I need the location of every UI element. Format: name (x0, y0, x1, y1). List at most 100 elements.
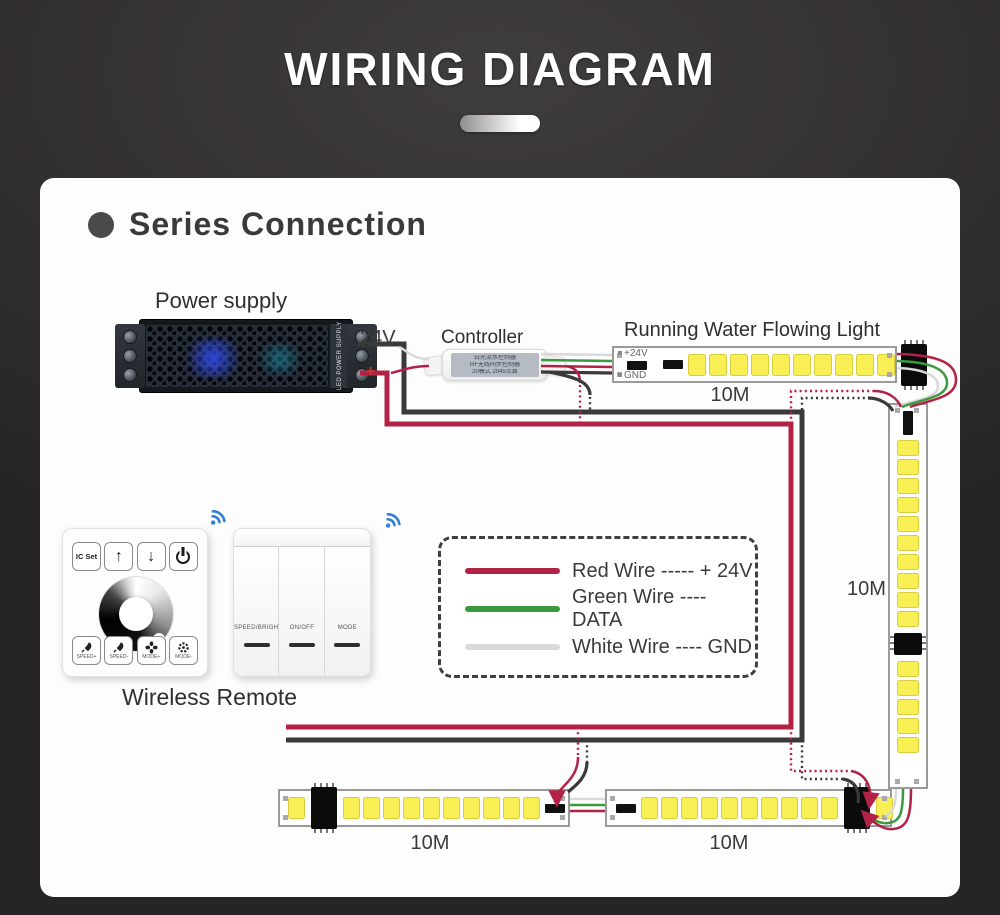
controller-connector-right (540, 354, 568, 377)
strip-gnd-marking: GND (618, 370, 646, 381)
speed-plus-label: SPEED+ (76, 654, 97, 660)
led-strip-bottom-left (278, 783, 570, 833)
speed-minus-label: SPEED- (109, 654, 129, 660)
speed-minus-button: SPEED- (104, 636, 134, 665)
led-strip-top: +24V GND (612, 339, 927, 390)
driver-ic-chip (890, 633, 926, 655)
power-icon (176, 549, 191, 564)
speed-bright-label: SPEED/BRIGHT (234, 625, 283, 631)
led-strip-vertical (888, 403, 928, 789)
led-chip (814, 353, 832, 376)
up-arrow-icon: ↑ (114, 547, 123, 565)
led-chip (721, 797, 738, 819)
led-chip (835, 353, 853, 376)
led-strip-bottom-middle (605, 783, 893, 833)
psu-blue-glow (178, 338, 248, 378)
bullet-icon (88, 211, 114, 238)
title-underline-pill (460, 115, 540, 132)
led-chip (661, 797, 678, 819)
led-chip (523, 797, 540, 819)
led-chip (897, 680, 919, 696)
led-chip (503, 797, 520, 819)
led-chip (403, 797, 420, 819)
led-chip (730, 353, 748, 376)
up-button: ↑ (104, 542, 134, 571)
led-chip (897, 699, 919, 715)
running-water-label: Running Water Flowing Light (624, 319, 881, 341)
mode-minus-button: MODE- (168, 636, 198, 665)
rocket-icon (113, 642, 124, 653)
strip-resistor (903, 411, 913, 435)
driver-ic-chip (311, 783, 337, 833)
led-chip (897, 459, 919, 475)
led-chip (897, 554, 919, 570)
led-chip (701, 797, 718, 819)
wall-remote-cap (234, 529, 370, 547)
controller-sticker-line: RF无线同步控制器 (470, 362, 520, 368)
psu-terminal-block-left (115, 324, 145, 388)
legend-row-white: White Wire ---- GND (465, 628, 755, 666)
page-title: WIRING DIAGRAM (284, 43, 716, 95)
led-chip (343, 797, 360, 819)
legend-green-label: Green Wire ---- DATA (572, 586, 707, 631)
led-chip (741, 797, 758, 819)
led-chip (897, 440, 919, 456)
led-chip (463, 797, 480, 819)
strip-resistor (627, 361, 647, 370)
touch-remote-panel: IC Set ↑ ↓ SPEED+ SPEED- MODE+ MODE- (62, 528, 208, 677)
green-wire-swatch (465, 606, 560, 612)
psu-minus-label: - (364, 336, 370, 353)
mode-plus-label: MODE+ (142, 654, 161, 660)
led-chip (641, 797, 658, 819)
led-chip (897, 478, 919, 494)
down-arrow-icon: ↓ (147, 547, 156, 565)
driver-ic-chip (901, 339, 927, 390)
strip-length-label: 10M (410, 832, 450, 854)
power-button (168, 542, 198, 571)
red-wire-swatch (465, 568, 560, 574)
legend-red-label: Red Wire ----- + 24V (572, 559, 753, 582)
led-chip (383, 797, 400, 819)
legend-white-label: White Wire ---- GND (572, 635, 752, 658)
strip-resistor (663, 360, 683, 369)
wifi-icon (210, 509, 226, 525)
led-chip (897, 592, 919, 608)
led-chip (288, 797, 305, 819)
controller-sticker: 白光流水控制器 RF无线同步控制器 20模式 2045点数 (451, 353, 539, 377)
ic-set-label: IC Set (75, 552, 98, 561)
controller-sticker-line: 白光流水控制器 (473, 355, 516, 361)
strip-resistor (616, 803, 636, 813)
rocker-dash (334, 643, 361, 647)
wireless-remote-label: Wireless Remote (122, 684, 298, 710)
psu-plus-label: + (366, 363, 376, 380)
led-chip (897, 737, 919, 753)
led-chip (876, 797, 893, 819)
strip-length-label: 10M (709, 832, 749, 854)
on-off-label: ON/OFF (289, 625, 315, 631)
controller-body: 白光流水控制器 RF无线同步控制器 20模式 2045点数 (442, 349, 548, 381)
power-supply-unit: LED POWER SUPPLY (115, 319, 377, 393)
screw-terminal (123, 368, 137, 383)
led-chip (781, 797, 798, 819)
led-chip (897, 718, 919, 734)
section-title: Series Connection (129, 206, 427, 242)
wire-legend: Red Wire ----- + 24V Green Wire ---- DAT… (438, 536, 758, 678)
led-chip (897, 611, 919, 627)
mode-label: MODE (337, 625, 357, 631)
power-supply-label: Power supply (155, 288, 288, 313)
led-chip (709, 353, 727, 376)
on-off-rocker: ON/OFF (279, 547, 325, 676)
led-chip (856, 353, 874, 376)
mode-plus-button: MODE+ (136, 636, 166, 665)
led-chip (877, 353, 895, 376)
led-chip (761, 797, 778, 819)
mode-rocker: MODE (324, 547, 370, 676)
led-chip (897, 516, 919, 532)
white-wire-swatch (465, 644, 560, 650)
speed-plus-button: SPEED+ (72, 636, 101, 665)
led-chip (793, 353, 811, 376)
rocker-dash (243, 643, 270, 647)
speed-bright-rocker: SPEED/BRIGHT (234, 547, 283, 676)
legend-row-red: Red Wire ----- + 24V (465, 552, 755, 590)
wall-remote-panel: SPEED/BRIGHT ON/OFF MODE (233, 528, 371, 677)
